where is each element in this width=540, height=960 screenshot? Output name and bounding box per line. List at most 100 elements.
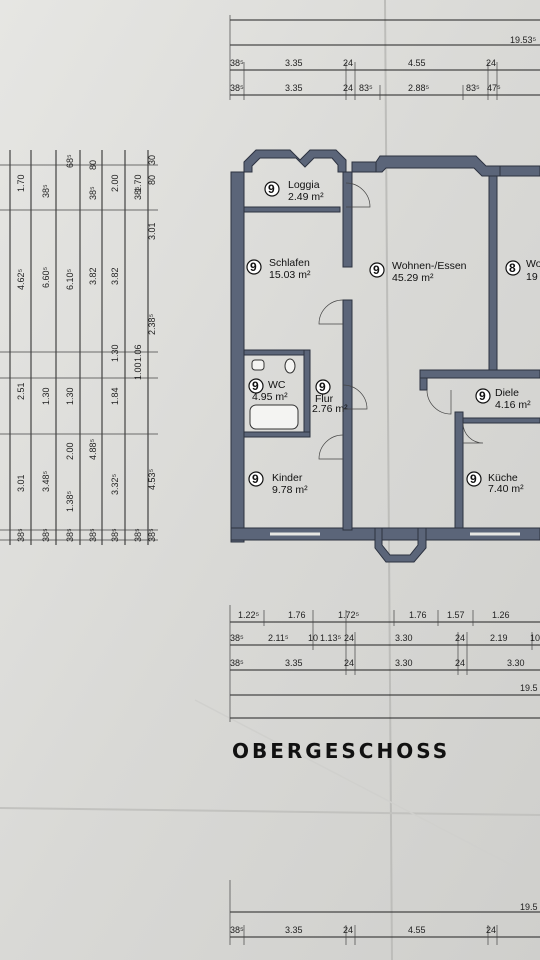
bottom-dim-row2-i: 10	[530, 633, 540, 643]
room-area: 2.76 m²	[312, 403, 348, 415]
top-dim-row3-f: 83⁵	[466, 83, 480, 93]
left-dim-c4-d: 4.88⁵	[88, 438, 98, 460]
left-dimension-chains: 1.70 4.62⁵ 2.51 3.01 38⁵ 38⁵ 6.60⁵ 1.30 …	[0, 150, 158, 545]
left-dim-c4-c: 3.82	[88, 267, 98, 285]
left-dim-c7-d: 2.38⁵	[147, 313, 157, 335]
left-dim-c3-f: 38⁵	[65, 528, 75, 542]
room-area: 7.40 m²	[488, 483, 524, 495]
room-area: 4.16 m²	[495, 399, 531, 411]
lower-dim-d: 4.55	[408, 925, 426, 935]
lower-dim-a: 38⁵	[230, 925, 244, 935]
bottom-dim-total: 19.5	[520, 683, 538, 693]
left-dim-c7-b: 80	[147, 175, 157, 185]
left-dim-c6-a: 38⁵	[133, 186, 143, 200]
top-dim-row2-c: 24	[343, 58, 353, 68]
room-loggia: 9 Loggia 2.49 m²	[264, 179, 324, 203]
room-area: 15.03 m²	[269, 269, 311, 281]
left-dim-c3-d: 2.00	[65, 442, 75, 460]
room-name: Kinder	[272, 472, 303, 484]
left-dim-c4-e: 38⁵	[88, 528, 98, 542]
left-dim-c6-e: 38⁵	[133, 528, 143, 542]
bottom-dim-row1-a: 1.22⁵	[238, 610, 260, 620]
bottom-dim-row1-d: 1.76	[409, 610, 427, 620]
room-wc: 9 WC 4.95 m²	[248, 378, 288, 403]
left-dim-c5-e: 3.32⁵	[110, 473, 120, 495]
bottom-dim-row1-c: 1.72⁵	[338, 610, 360, 620]
left-dim-c2-c: 1.30	[41, 387, 51, 405]
left-dim-c3-a: 68⁵	[65, 154, 75, 168]
left-dim-c7-a: 30	[147, 155, 157, 165]
bottom-dim-row2-d: 1.13⁵	[320, 633, 342, 643]
bottom-dim-row3-b: 3.35	[285, 658, 303, 668]
left-dim-c2-a: 38⁵	[41, 184, 51, 198]
room-name: Flur	[315, 393, 334, 405]
bottom-dim-row3-f: 3.30	[507, 658, 525, 668]
room-name: Loggia	[288, 179, 320, 191]
left-dim-c1-c: 2.51	[16, 382, 26, 400]
left-dim-c5-c: 1.30	[110, 344, 120, 362]
left-dim-c3-b: 6.10⁵	[65, 268, 75, 290]
room-number-badge	[505, 260, 521, 276]
bottom-dim-row2-g: 24	[455, 633, 465, 643]
room-number: 9	[250, 260, 257, 274]
floor-plan-walls	[230, 149, 540, 563]
left-dim-c5-a: 2.00	[110, 174, 120, 192]
bottom-dim-row2-c: 10	[308, 633, 318, 643]
lower-dim-b: 3.35	[285, 925, 303, 935]
room-wohnen-essen: 9 Wohnen-/Essen 45.29 m²	[369, 260, 467, 284]
lower-dim-c: 24	[343, 925, 353, 935]
room-name: Küche	[488, 472, 518, 484]
top-dim-row3-d: 83⁵	[359, 83, 373, 93]
room-number-badge	[248, 471, 264, 487]
left-dim-c7-c: 3.01	[147, 222, 157, 240]
lower-dim-e: 24	[486, 925, 496, 935]
left-dim-c4-a: 80	[88, 160, 98, 170]
room-area: 19	[526, 271, 538, 283]
room-name: Wo	[526, 258, 540, 270]
room-name: Schlafen	[269, 257, 310, 269]
bottom-dim-row2-e: 24	[344, 633, 354, 643]
bottom-dim-row1-e: 1.57	[447, 610, 465, 620]
top-dim-row2-e: 24	[486, 58, 496, 68]
left-dim-c5-d: 1.84	[110, 387, 120, 405]
room-name: WC	[268, 379, 286, 391]
left-dim-c1-a: 1.70	[16, 174, 26, 192]
room-area: 45.29 m²	[392, 272, 434, 284]
left-dim-c6-d: 1.00	[133, 362, 143, 380]
bottom-dim-row2-b: 2.11⁵	[268, 633, 289, 643]
room-number-badge	[315, 379, 331, 395]
top-dim-row3-a: 38⁵	[230, 83, 244, 93]
room-number: 9	[373, 263, 380, 277]
bottom-dim-row2-a: 38⁵	[230, 633, 244, 643]
top-dim-row3-b: 3.35	[285, 83, 303, 93]
left-dim-c2-d: 3.48⁵	[41, 470, 51, 492]
top-dim-total: 19.53⁵	[510, 35, 537, 45]
left-dim-c1-b: 4.62⁵	[16, 268, 26, 290]
room-kueche: 9 Küche 7.40 m²	[466, 471, 524, 495]
room-schlafen: 9 Schlafen 15.03 m²	[246, 257, 311, 281]
lower-dimension-chain: 19.5 38⁵ 3.35 24 4.55 24	[229, 880, 540, 945]
bottom-dim-row3-e: 24	[455, 658, 465, 668]
top-dimension-chain: 19.53⁵ 38⁵ 3.35 24 4.55 24 38⁵ 3.35 24 8…	[229, 15, 540, 100]
left-dim-c2-b: 6.60⁵	[41, 266, 51, 288]
top-dim-row2-a: 38⁵	[230, 58, 244, 68]
room-number-badge	[466, 471, 482, 487]
room-flur: 9 Flur 2.76 m²	[312, 379, 348, 415]
floor-title: OBERGESCHOSS	[232, 739, 450, 763]
bottom-dim-row1-b: 1.76	[288, 610, 306, 620]
room-wo-partial: 8 Wo 19	[505, 258, 540, 283]
room-diele: 9 Diele 4.16 m²	[475, 387, 531, 411]
bottom-dimension-chain: 1.22⁵ 1.76 1.72⁵ 1.76 1.57 1.26 38⁵ 2.11…	[229, 605, 540, 722]
room-name: Wohnen-/Essen	[392, 260, 467, 272]
top-dim-row3-e: 2.88⁵	[408, 83, 430, 93]
top-dim-row2-d: 4.55	[408, 58, 426, 68]
top-dim-row3-c: 24	[343, 83, 353, 93]
bottom-dim-row2-h: 2.19	[490, 633, 508, 643]
left-dim-c5-b: 3.82	[110, 267, 120, 285]
bottom-dim-row1-f: 1.26	[492, 610, 510, 620]
bottom-dim-row3-c: 24	[344, 658, 354, 668]
room-number-badge	[248, 378, 264, 394]
room-kinder: 9 Kinder 9.78 m²	[248, 471, 308, 496]
room-number: 9	[470, 472, 477, 486]
bottom-dim-row3-a: 38⁵	[230, 658, 244, 668]
